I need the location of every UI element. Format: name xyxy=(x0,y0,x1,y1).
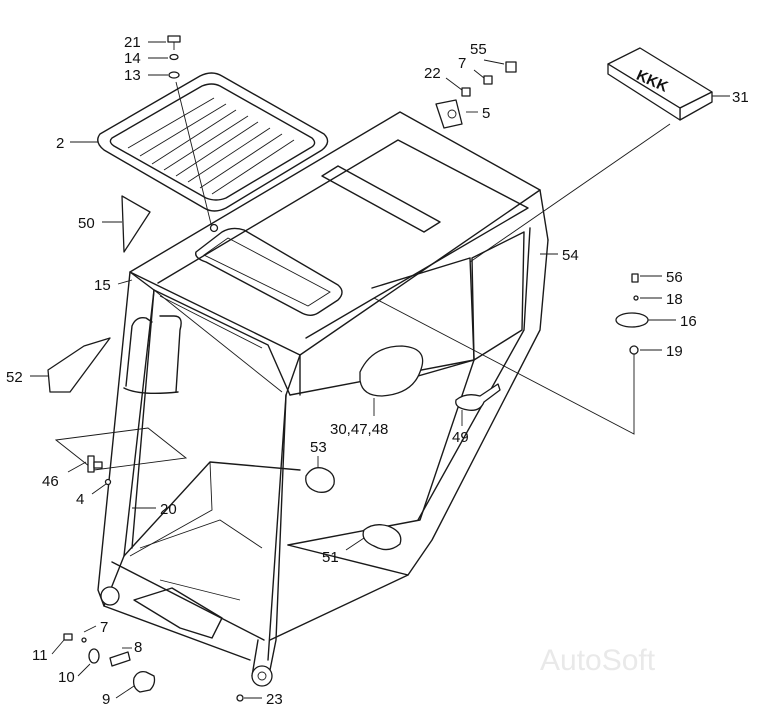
callout-13: 13 xyxy=(124,67,141,84)
decal-triangle xyxy=(121,195,151,253)
callout-5: 5 xyxy=(482,105,490,122)
callout-31: 31 xyxy=(732,89,749,106)
callout-20: 20 xyxy=(160,501,177,518)
callout-16: 16 xyxy=(680,313,697,330)
callout-11: 11 xyxy=(32,647,48,664)
bracket-assembly xyxy=(435,61,517,129)
watermark: AutoSoft xyxy=(540,644,656,677)
opening-53 xyxy=(305,467,335,493)
callout-7-top: 7 xyxy=(458,55,466,72)
callout-51: 51 xyxy=(322,549,339,566)
leader-31 xyxy=(469,123,671,263)
callout-22: 22 xyxy=(424,65,441,82)
latch-part xyxy=(87,455,112,486)
callout-15: 15 xyxy=(94,277,111,294)
callout-46: 46 xyxy=(42,473,59,490)
opening-30-47-48 xyxy=(359,345,424,397)
callout-7-bottom: 7 xyxy=(100,619,108,636)
callout-50: 50 xyxy=(78,215,95,232)
callout-52: 52 xyxy=(6,369,23,386)
floor-mat xyxy=(54,427,188,471)
leader-lines xyxy=(30,41,730,699)
part-49 xyxy=(455,383,501,411)
callout-9: 9 xyxy=(102,691,110,708)
rack-bolt-stack xyxy=(167,35,219,233)
callout-10: 10 xyxy=(58,669,75,686)
callout-14: 14 xyxy=(124,50,141,67)
callout-23: 23 xyxy=(266,691,283,708)
logo-plate: KKK xyxy=(607,47,713,121)
roof-rack xyxy=(97,72,329,212)
opening-51 xyxy=(362,524,402,551)
callout-55: 55 xyxy=(470,41,487,58)
callout-19: 19 xyxy=(666,343,683,360)
callout-18: 18 xyxy=(666,291,683,308)
callout-30-47-48: 30,47,48 xyxy=(330,421,388,438)
mirror-assembly xyxy=(373,273,649,435)
callout-53: 53 xyxy=(310,439,327,456)
callout-49: 49 xyxy=(452,429,469,446)
callout-labels: 21 14 13 2 55 7 22 5 31 50 54 15 56 18 1… xyxy=(6,34,749,708)
side-panel xyxy=(47,337,111,393)
callout-2: 2 xyxy=(56,135,64,152)
callout-4: 4 xyxy=(76,491,84,508)
pivot-parts xyxy=(63,633,244,702)
callout-8: 8 xyxy=(134,639,142,656)
callout-54: 54 xyxy=(562,247,579,264)
callout-21: 21 xyxy=(124,34,141,51)
cab-frame xyxy=(97,111,549,687)
callout-56: 56 xyxy=(666,269,683,286)
